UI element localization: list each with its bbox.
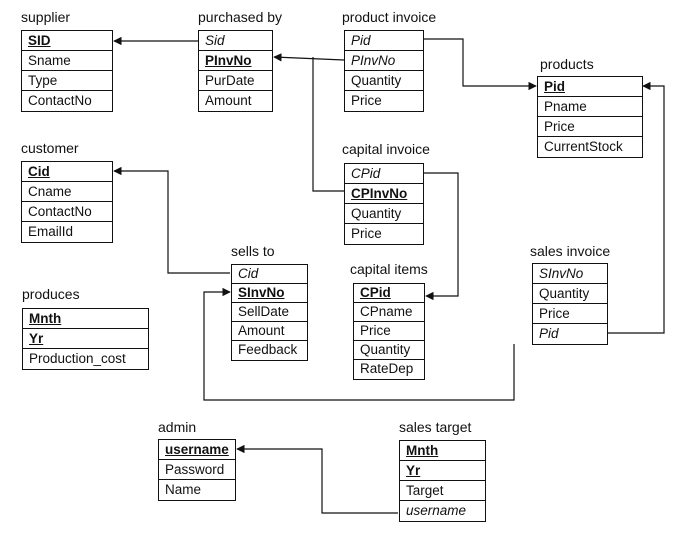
attribute-pk: Mnth: [400, 441, 485, 461]
attribute: CPname: [354, 303, 424, 322]
attribute: RateDep: [360, 361, 414, 376]
attribute-pk: Pid: [538, 77, 642, 97]
attribute-pk: PInvNo: [199, 51, 272, 71]
attribute-fk: PInvNo: [345, 51, 423, 71]
entity-supplier: SID Sname Type ContactNo: [21, 30, 113, 112]
entity-produces: Mnth Yr Production_cost: [22, 308, 149, 370]
entity-purchased-by: Sid PInvNo PurDate Amount: [198, 30, 273, 112]
entity-title-sells-to: sells to: [231, 243, 275, 259]
link-sales-invoice-products: [608, 81, 665, 334]
entity-products: Pid Pname Price CurrentStock: [537, 76, 643, 158]
attribute-pk: Mnth: [23, 309, 148, 329]
attribute-fk: username: [406, 503, 467, 518]
attribute: Password: [159, 460, 235, 480]
attribute-pk: Yr: [400, 461, 485, 481]
link-product-invoice-purchased-by: [273, 53, 345, 62]
entity-title-capital-items: capital items: [350, 261, 428, 277]
attribute-fk: Sid: [199, 31, 272, 51]
attribute: CurrentStock: [544, 139, 623, 154]
entity-capital-invoice: CPid CPInvNo Quantity Price: [344, 163, 424, 245]
attribute-fk: Pid: [345, 31, 423, 51]
attribute: ContactNo: [28, 93, 92, 108]
link-capital-invoice-capital-items: [424, 172, 459, 301]
attribute-fk: Pid: [539, 326, 559, 341]
attribute: Quantity: [345, 204, 423, 224]
attribute: Amount: [232, 322, 307, 341]
entity-title-customer: customer: [21, 140, 79, 156]
attribute-pk: CPInvNo: [345, 184, 423, 204]
attribute: Price: [351, 93, 382, 108]
attribute: PurDate: [199, 71, 272, 91]
attribute-pk: Cid: [22, 162, 112, 182]
attribute-pk: Yr: [23, 329, 148, 349]
entity-product-invoice: Pid PInvNo Quantity Price: [344, 30, 424, 112]
attribute-fk: CPid: [345, 164, 423, 184]
attribute: Sname: [22, 51, 112, 71]
entity-title-produces: produces: [22, 286, 80, 302]
link-sales-invoice-sells-to: [203, 287, 515, 401]
entity-title-sales-target: sales target: [399, 419, 472, 435]
attribute: Price: [538, 117, 642, 137]
link-sales-target-admin: [236, 444, 398, 514]
attribute: Amount: [205, 93, 252, 108]
attribute: SellDate: [232, 303, 307, 322]
attribute: Production_cost: [29, 351, 126, 366]
entity-title-admin: admin: [158, 419, 197, 435]
entity-title-purchased-by: purchased by: [198, 9, 283, 25]
entity-title-sales-invoice: sales invoice: [530, 243, 611, 259]
entity-sales-invoice: SInvNo Quantity Price Pid: [532, 263, 608, 345]
attribute-pk: username: [159, 440, 235, 460]
link-product-invoice-products: [424, 38, 537, 91]
entity-title-products: products: [540, 56, 594, 72]
entity-admin: username Password Name: [158, 439, 236, 501]
attribute: Quantity: [345, 71, 423, 91]
link-capital-invoice-purchased-by: [312, 57, 344, 192]
attribute-pk: CPid: [354, 284, 424, 303]
attribute: Cname: [22, 182, 112, 202]
attribute-pk: SID: [22, 31, 112, 51]
attribute: ContactNo: [22, 202, 112, 222]
attribute: Quantity: [533, 284, 607, 304]
attribute: Type: [22, 71, 112, 91]
entity-capital-items: CPid CPname Price Quantity RateDep: [353, 283, 425, 380]
attribute: Feedback: [238, 342, 298, 357]
attribute-pk: SInvNo: [232, 284, 307, 303]
entity-customer: Cid Cname ContactNo EmailId: [21, 161, 113, 243]
attribute-fk: SInvNo: [533, 264, 607, 284]
entity-title-capital-invoice: capital invoice: [342, 141, 430, 157]
entity-title-product-invoice: product invoice: [342, 9, 437, 25]
attribute: Name: [165, 482, 202, 497]
attribute: Price: [354, 322, 424, 341]
attribute: Price: [351, 226, 382, 241]
link-sells-to-customer: [113, 166, 230, 274]
attribute: Pname: [538, 97, 642, 117]
attribute: Target: [400, 481, 485, 501]
attribute: Quantity: [354, 341, 424, 360]
entity-sells-to: Cid SInvNo SellDate Amount Feedback: [231, 264, 308, 361]
attribute-fk: Cid: [232, 265, 307, 284]
entity-sales-target: Mnth Yr Target username: [399, 440, 486, 522]
attribute: EmailId: [28, 224, 74, 239]
entity-title-supplier: supplier: [21, 9, 71, 25]
attribute: Price: [533, 304, 607, 324]
